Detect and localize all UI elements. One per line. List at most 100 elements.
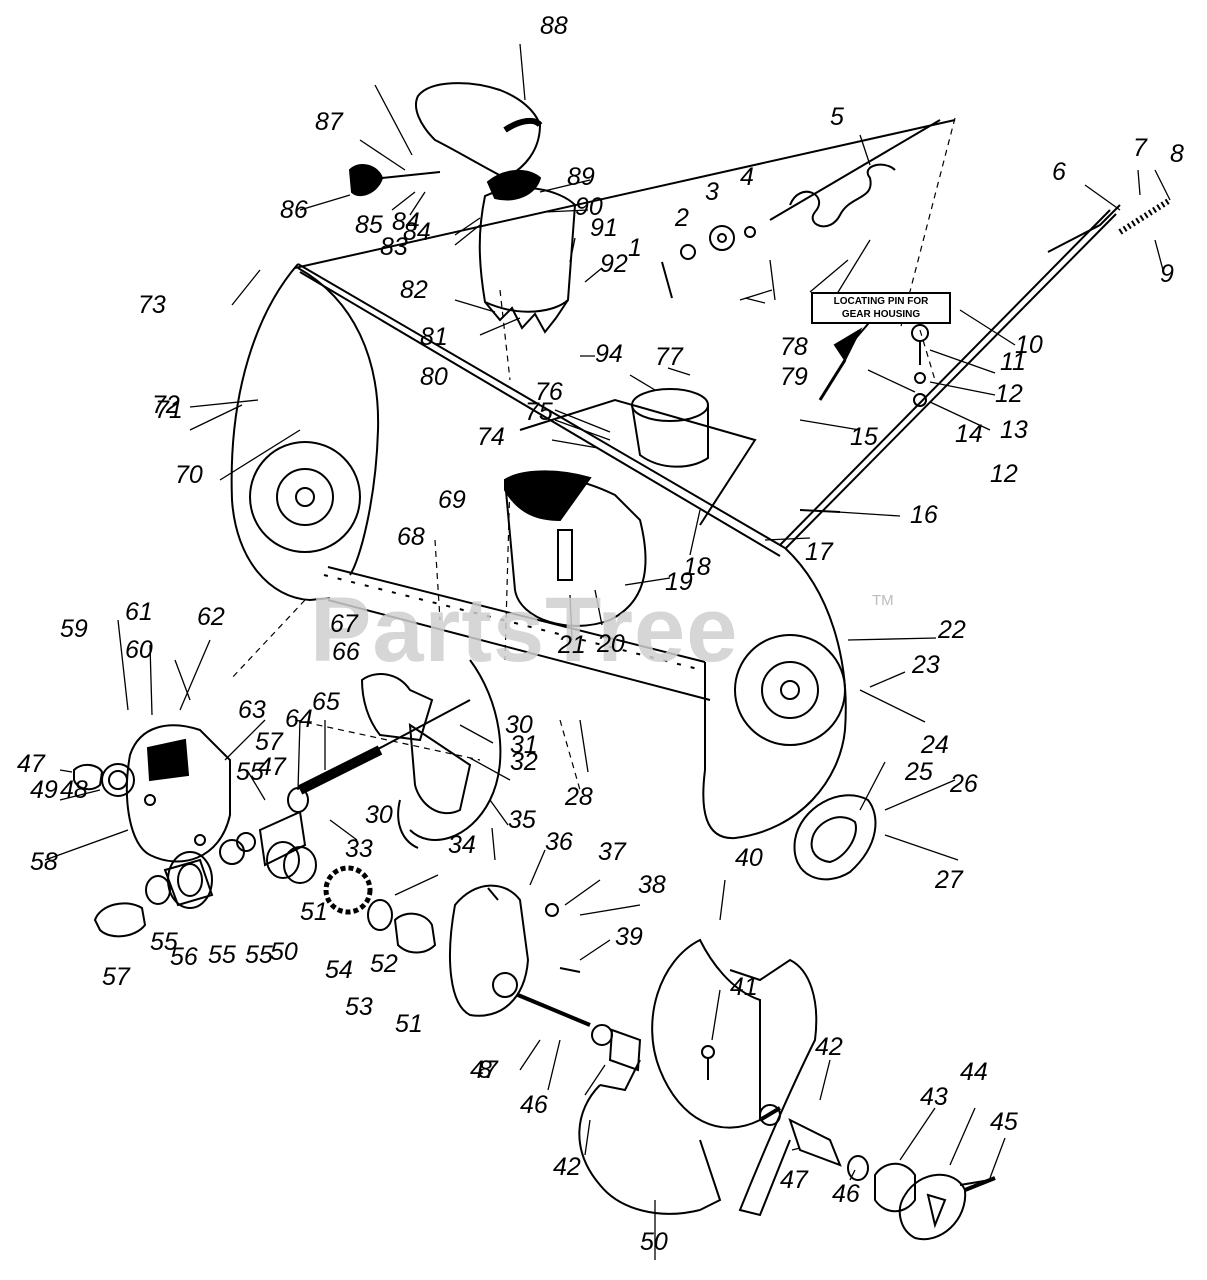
callout-33: 33 [345,835,373,863]
discharge-chute [478,186,577,313]
callout-90: 90 [575,193,603,221]
callout-5: 5 [830,103,844,131]
callout-59: 59 [60,615,88,643]
callout-47: 47 [17,750,45,778]
callout-3: 3 [705,178,719,206]
callout-6: 6 [1052,158,1066,186]
callout-67: 67 [330,610,358,638]
callout-54: 54 [325,956,353,984]
callout-leaders [44,43,1171,1260]
callout-41: 41 [730,973,758,1001]
callout-36: 36 [545,828,573,856]
callout-87: 87 [315,108,343,136]
callout-74: 74 [477,423,505,451]
callout-20: 20 [597,630,625,658]
callout-65: 65 [312,688,340,716]
callout-9: 9 [1160,260,1174,288]
housing-right-side [702,547,847,840]
callout-86: 86 [280,196,308,224]
housing-front-strip [323,574,703,671]
chute-ring-gear [484,299,569,334]
skid-shoe [793,794,877,881]
callout-8: 8 [1170,140,1184,168]
housing-left-side [230,263,331,602]
callout-16: 16 [910,501,938,529]
callout-91: 91 [590,214,618,242]
callout-35: 35 [508,806,536,834]
callout-28: 28 [565,783,593,811]
left-bearing-outer [249,441,361,553]
callout-30: 30 [365,801,393,829]
callout-56: 56 [170,943,198,971]
callout-23: 23 [912,651,940,679]
callout-47: 47 [470,1056,498,1084]
callout-42: 42 [553,1153,581,1181]
callout-27: 27 [935,866,963,894]
callout-25: 25 [905,758,933,786]
callout-8: 8 [478,1056,492,1084]
locating-pin-note: LOCATING PIN FOR GEAR HOUSING [811,292,951,324]
callout-55: 55 [208,941,236,969]
callout-32: 32 [510,748,538,776]
callout-57: 57 [255,728,283,756]
callout-68: 68 [397,523,425,551]
callout-72: 72 [152,391,180,419]
spring [1118,197,1172,235]
callout-78: 78 [780,333,808,361]
callout-60: 60 [125,636,153,664]
callout-51: 51 [395,1010,423,1038]
callout-43: 43 [920,1083,948,1111]
callout-13: 13 [1000,416,1028,444]
callout-45: 45 [990,1108,1018,1136]
callout-12: 12 [990,460,1018,488]
callout-57: 57 [102,963,130,991]
housing-top-inner [299,271,781,557]
callout-46: 46 [832,1180,860,1208]
callout-50: 50 [270,938,298,966]
callout-85: 85 [355,211,383,239]
callout-70: 70 [175,461,203,489]
callout-80: 80 [420,363,448,391]
callout-75: 75 [525,398,553,426]
callout-42: 42 [815,1033,843,1061]
mounting-flange [898,1173,967,1241]
callout-63: 63 [238,696,266,724]
callout-61: 61 [125,598,153,626]
gear [323,865,373,915]
callout-39: 39 [615,923,643,951]
callout-83: 83 [380,233,408,261]
gearbox-right [449,884,530,1017]
callout-89: 89 [567,163,595,191]
auger-spiral [769,119,941,221]
callout-15: 15 [850,423,878,451]
callout-81: 81 [420,323,448,351]
housing-front-lower [327,566,706,663]
leader-lines [229,117,956,791]
callout-79: 79 [780,363,808,391]
bearing-flange [874,1162,916,1213]
callout-34: 34 [448,831,476,859]
callout-53: 53 [345,993,373,1021]
deflector-knob [348,163,384,197]
callout-4: 4 [740,163,754,191]
callout-49: 49 [30,776,58,804]
auger-flighting [651,938,761,1129]
callout-51: 51 [300,898,328,926]
note-line-2: GEAR HOUSING [841,309,921,320]
right-bearing-outer [734,634,846,746]
callout-31: 31 [510,731,538,759]
callout-88: 88 [540,12,568,40]
callout-46: 46 [520,1091,548,1119]
callout-22: 22 [938,616,966,644]
callout-37: 37 [598,838,626,866]
callout-58: 58 [30,848,58,876]
callout-84: 84 [392,208,420,236]
callout-38: 38 [638,871,666,899]
callout-55: 55 [245,941,273,969]
callout-50: 50 [640,1228,668,1256]
callout-69: 69 [438,486,466,514]
callout-14: 14 [955,420,983,448]
callout-47: 47 [780,1166,808,1194]
